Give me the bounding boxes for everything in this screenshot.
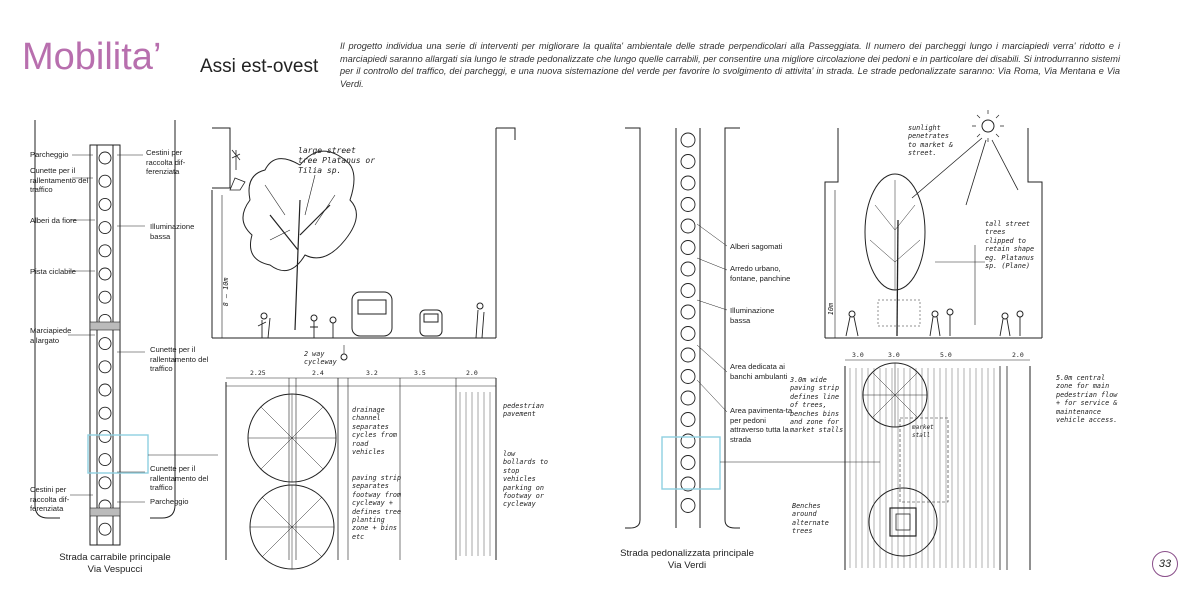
tree-pit xyxy=(680,154,696,169)
note-tall-trees: tall street trees clipped to retain shap… xyxy=(985,220,1035,271)
label-pista-ciclabile: Pista ciclabile xyxy=(30,267,77,276)
tree-pit xyxy=(680,369,696,384)
tree-pit xyxy=(680,304,696,320)
caption-left-2: Via Vespucci xyxy=(87,564,143,575)
tree-pit xyxy=(680,240,696,255)
note-height-right: 10m xyxy=(826,302,835,316)
dim-r-3: 5.0 xyxy=(940,351,952,359)
intro-paragraph: Il progetto individua una serie di inter… xyxy=(340,41,1120,89)
tree-pit xyxy=(98,151,112,165)
tree-pit xyxy=(680,326,696,341)
caption-right-2: Via Verdi xyxy=(667,560,707,571)
tree-pit xyxy=(680,498,696,513)
tree-pit xyxy=(98,406,112,420)
label-parcheggio-bottom: Parcheggio xyxy=(150,497,189,506)
note-central-zone: 5.0m central zone for main pedestrian fl… xyxy=(1056,374,1118,425)
tree-pit xyxy=(680,283,696,298)
tree-pit xyxy=(98,360,112,374)
label-area-pavimentata: Area pavimenta-ta per pedoni attraverso … xyxy=(730,406,793,444)
tree-pit xyxy=(680,412,696,427)
tree-pit xyxy=(680,433,696,449)
note-bollards: low bollards to stop vehicles parking on… xyxy=(503,450,549,509)
label-marciapiede: Marciapiede allargato xyxy=(30,326,72,345)
note-benches: Benches around alternate trees xyxy=(792,502,829,536)
page-number: 33 xyxy=(1152,551,1178,577)
tree-pit xyxy=(98,244,112,258)
page-title: Mobilita’ xyxy=(22,36,162,78)
tree-pit xyxy=(680,218,696,234)
tree-pit xyxy=(98,429,112,443)
tree-pit xyxy=(98,337,112,351)
label-area-banchi: Area dedicata ai banchi ambulanti xyxy=(730,362,788,381)
dim-l-3: 3.2 xyxy=(366,369,378,377)
dim-r-1: 3.0 xyxy=(852,351,864,359)
label-cunette-bottom: Cunette per il rallentamento del traffic… xyxy=(150,464,209,492)
note-drainage: drainage channel separates cycles from r… xyxy=(352,406,398,457)
dim-l-4: 3.5 xyxy=(414,369,426,377)
tree-pit xyxy=(680,175,696,191)
label-illuminazione-right: Illuminazione bassa xyxy=(730,306,775,325)
dim-l-5: 2.0 xyxy=(466,369,478,377)
tree-pit xyxy=(680,132,696,148)
tree-pit xyxy=(98,221,112,235)
tree-pit xyxy=(680,476,696,492)
note-height-left: 8 – 10m xyxy=(221,277,230,307)
caption-left-1: Strada carrabile principale xyxy=(59,552,171,563)
caption-right-1: Strada pedonalizzata principale xyxy=(620,548,754,559)
tree-pit xyxy=(98,453,112,467)
dim-r-4: 2.0 xyxy=(1012,351,1024,359)
note-cycleway: 2 way cycleway xyxy=(304,350,337,367)
label-cunette-mid: Cunette per il rallentamento del traffic… xyxy=(150,345,209,373)
label-parcheggio-top: Parcheggio xyxy=(30,150,69,159)
tree-pit xyxy=(98,383,112,397)
note-market-stall: market stall xyxy=(912,424,934,440)
note-paving-strip: 3.0m wide paving strip defines line of t… xyxy=(790,376,844,435)
label-cunette-top: Cunette per il rallentamento del traffic… xyxy=(30,166,89,194)
note-paving: paving strip separates footway from cycl… xyxy=(352,474,402,541)
tree-pit xyxy=(680,261,696,277)
label-alberi-fiore: Alberi da fiore xyxy=(30,216,77,225)
note-tree: large street tree Platanus or Tilia sp. xyxy=(298,146,376,175)
tree-pit xyxy=(680,455,696,470)
tree-pit xyxy=(98,197,112,211)
tree-pit xyxy=(680,197,696,212)
tree-pit xyxy=(98,476,112,490)
dim-l-1: 2.25 xyxy=(250,369,266,377)
dim-r-2: 3.0 xyxy=(888,351,900,359)
note-sunlight: sunlight penetrates to market & street. xyxy=(908,124,954,158)
tree-pit xyxy=(98,290,112,304)
label-illuminazione: Illuminazione bassa xyxy=(150,222,195,241)
tree-pit xyxy=(98,174,112,188)
tree-pit xyxy=(680,390,696,406)
label-alberi-sagomati: Alberi sagomati xyxy=(730,242,783,251)
tree-pit xyxy=(98,522,112,536)
label-arredo: Arredo urbano, fontane, panchine xyxy=(730,264,791,283)
tree-pit xyxy=(98,267,112,281)
label-cestini-bottom: Cestini per raccolta dif-ferenziata xyxy=(30,485,70,513)
note-pedestrian: pedestrian pavement xyxy=(503,402,544,419)
dim-l-2: 2.4 xyxy=(312,369,324,377)
label-cestini-top: Cestini per raccolta dif-ferenziata xyxy=(146,148,186,176)
page-subtitle: Assi est-ovest xyxy=(200,56,319,77)
tree-pit xyxy=(680,347,696,363)
